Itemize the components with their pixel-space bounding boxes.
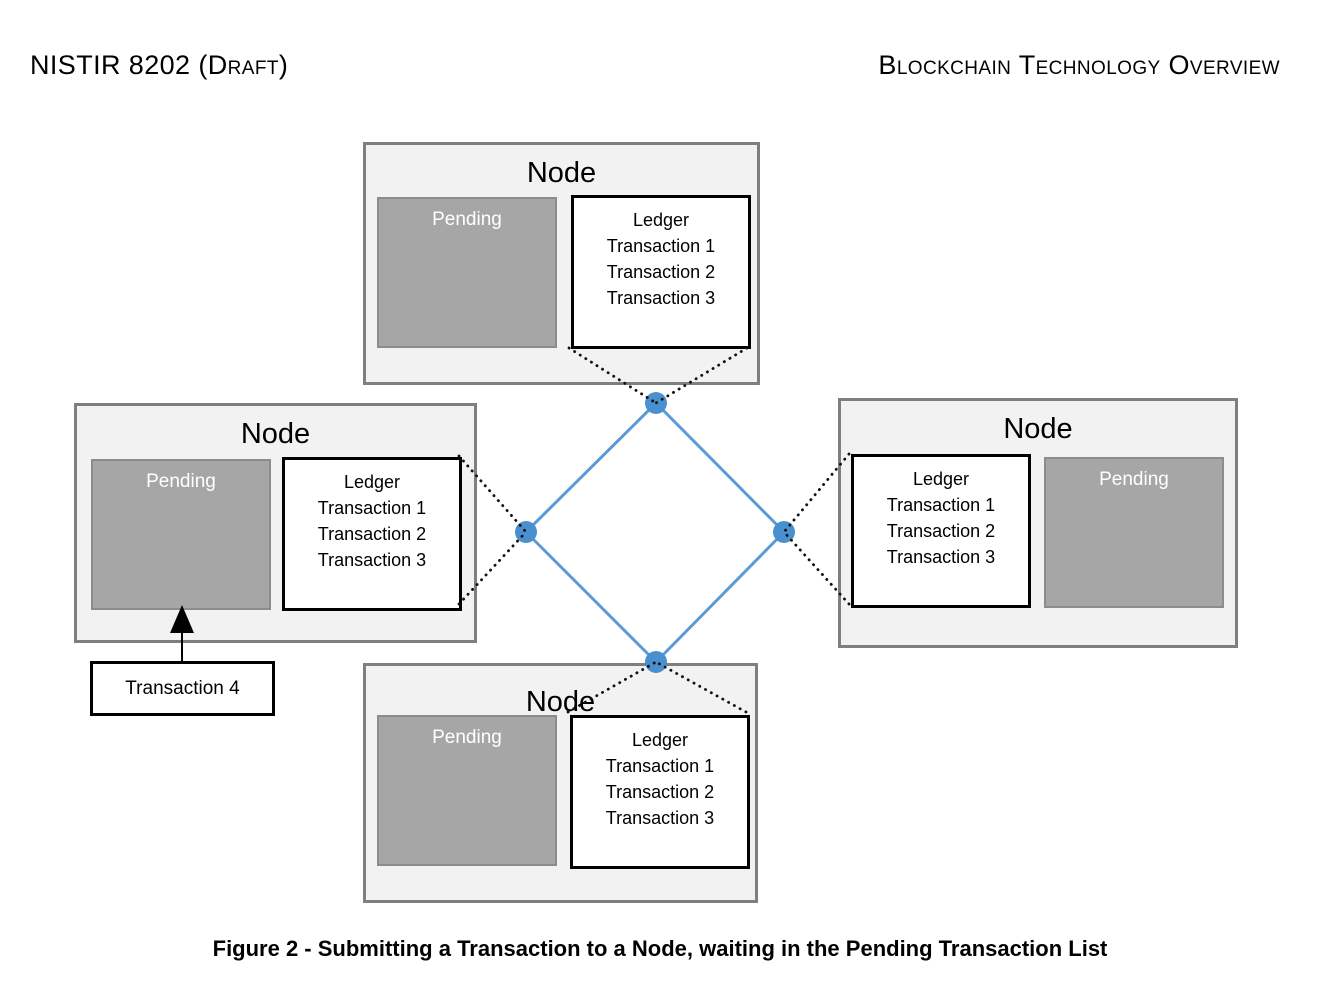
node-left: Node Pending Ledger Transaction 1 Transa…: [74, 403, 477, 643]
document-title: Blockchain Technology Overview: [878, 50, 1280, 80]
ledger-entry: Transaction 2: [317, 524, 427, 544]
network-link: [524, 530, 658, 664]
node-title: Node: [1003, 413, 1073, 445]
pending-transaction-list: Pending: [377, 715, 557, 866]
document-id: NISTIR 8202 (Draft): [30, 50, 289, 80]
ledger: Ledger Transaction 1 Transaction 2 Trans…: [571, 195, 751, 349]
node-bottom: Node Pending Ledger Transaction 1 Transa…: [363, 663, 758, 903]
node-title: Node: [240, 418, 311, 450]
ledger-entry: Transaction 1: [605, 756, 715, 776]
ledger-title: Ledger: [912, 469, 970, 489]
new-transaction-label: Transaction 4: [125, 678, 240, 699]
network-link: [524, 401, 658, 534]
node-right: Node Ledger Transaction 1 Transaction 2 …: [838, 398, 1238, 648]
ledger: Ledger Transaction 1 Transaction 2 Trans…: [282, 457, 462, 611]
figure-caption: Figure 2 - Submitting a Transaction to a…: [212, 936, 1108, 961]
network-node-dot: [773, 521, 795, 543]
ledger-entry: Transaction 3: [317, 550, 427, 570]
network-node-dot: [515, 521, 537, 543]
ledger-entry: Transaction 3: [605, 808, 715, 828]
ledger-entry: Transaction 2: [605, 782, 715, 802]
ledger-entry: Transaction 3: [606, 288, 716, 308]
ledger-entry: Transaction 2: [886, 521, 996, 541]
ledger-sync-links: [457, 346, 851, 714]
pending-label: Pending: [146, 471, 216, 492]
pending-label: Pending: [1099, 469, 1169, 490]
ledger-title: Ledger: [631, 730, 689, 750]
ledger: Ledger Transaction 1 Transaction 2 Trans…: [570, 715, 750, 869]
network-node-dots: [515, 392, 795, 673]
pending-label: Pending: [432, 209, 502, 230]
node-title: Node: [526, 157, 597, 189]
ledger-title: Ledger: [632, 210, 690, 230]
network-links: [524, 401, 786, 664]
ledger-title: Ledger: [343, 472, 401, 492]
pending-label: Pending: [432, 727, 502, 748]
network-link: [654, 401, 786, 534]
node-top: Node Pending Ledger Transaction 1 Transa…: [363, 142, 760, 385]
pending-transaction-list: Pending: [377, 197, 557, 348]
ledger-entry: Transaction 1: [886, 495, 996, 515]
ledger-entry: Transaction 1: [317, 498, 427, 518]
pending-transaction-list: Pending: [91, 459, 271, 610]
ledger: Ledger Transaction 1 Transaction 2 Trans…: [851, 454, 1031, 608]
ledger-entry: Transaction 1: [606, 236, 716, 256]
pending-transaction-list: Pending: [1044, 457, 1224, 608]
ledger-entry: Transaction 2: [606, 262, 716, 282]
new-transaction-box: Transaction 4: [90, 661, 275, 716]
ledger-entry: Transaction 3: [886, 547, 996, 567]
network-link: [654, 530, 786, 664]
node-title: Node: [525, 686, 596, 718]
network-node-dot: [645, 392, 667, 414]
